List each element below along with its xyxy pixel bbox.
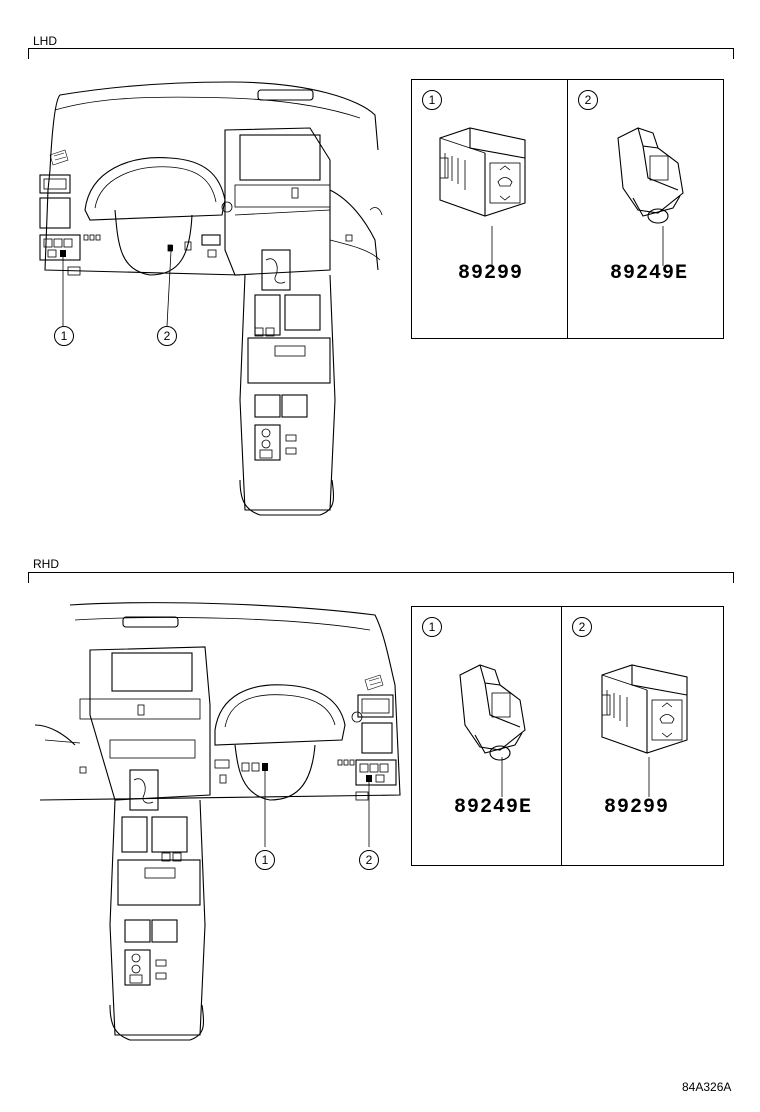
- push-switch-icon: [459, 664, 526, 761]
- lhd-leader-1: [491, 226, 493, 266]
- lhd-callout-badge-1: 1: [422, 90, 442, 110]
- lhd-callout-cell-1: 1 89299: [412, 80, 568, 338]
- rhd-leader-1: [501, 757, 503, 797]
- lhd-leader-2: [662, 226, 664, 266]
- lhd-callout-badge-2: 2: [578, 90, 598, 110]
- lhd-locator-badge-2: 2: [157, 326, 177, 346]
- rhd-locator-badge-1: 1: [255, 850, 275, 870]
- rhd-section-bracket: [28, 572, 734, 583]
- rhd-label: RHD: [33, 557, 59, 571]
- lhd-dashboard-drawing: [39, 81, 383, 516]
- rhd-callout-box: 1 89249E 2 89299: [411, 606, 724, 866]
- rhd-leader-2: [648, 757, 650, 797]
- push-switch-icon: [617, 127, 684, 224]
- lhd-callout-cell-2: 2 89249E: [568, 80, 723, 338]
- rocker-switch-icon: [439, 127, 526, 217]
- rhd-callout-cell-2: 2 89299: [562, 607, 723, 865]
- lhd-section-bracket: [28, 48, 734, 59]
- rhd-locator-badge-2: 2: [359, 850, 379, 870]
- rhd-part-number-2: 89299: [604, 796, 670, 819]
- lhd-callout-box: 1 89299 2 89249E: [411, 79, 724, 339]
- rhd-callout-badge-2: 2: [572, 617, 592, 637]
- rhd-dashboard-drawing: [34, 602, 401, 1041]
- rocker-switch-icon: [601, 664, 688, 754]
- drawing-id: 84A326A: [682, 1080, 732, 1094]
- lhd-label: LHD: [33, 34, 58, 48]
- rhd-callout-badge-1: 1: [422, 617, 442, 637]
- lhd-locator-badge-1: 1: [54, 326, 74, 346]
- lhd-part-number-2: 89249E: [610, 262, 689, 285]
- lhd-part-number-1: 89299: [458, 262, 524, 285]
- rhd-part-number-1: 89249E: [454, 796, 533, 819]
- rhd-callout-cell-1: 1 89249E: [412, 607, 562, 865]
